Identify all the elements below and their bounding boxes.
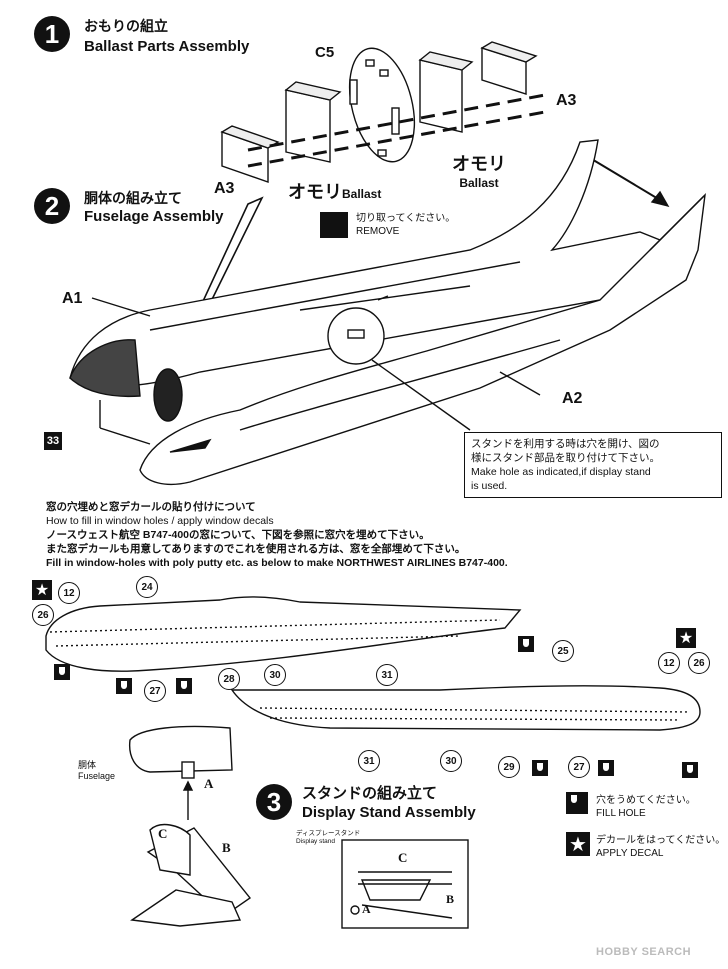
- apply-decal-icon: ★: [566, 832, 590, 856]
- label-a1: A1: [62, 290, 83, 307]
- step-1-number: 1: [34, 16, 70, 52]
- callout-12-left: 12: [58, 582, 80, 604]
- label-c5: C5: [315, 44, 335, 61]
- stand-hole-note: スタンドを利用する時は穴を開け、図の 様にスタンド部品を取り付けて下さい。 Ma…: [464, 432, 722, 498]
- callout-27-left: 27: [144, 680, 166, 702]
- hole-icon: [682, 762, 698, 778]
- label-a2: A2: [562, 390, 583, 407]
- callout-26-left: 26: [32, 604, 54, 626]
- star-icon: ★: [676, 628, 696, 648]
- step-2-title-en: Fuselage Assembly: [84, 208, 224, 225]
- callout-27-right: 27: [568, 756, 590, 778]
- step-2-number: 2: [34, 188, 70, 224]
- window-instructions: 窓の穴埋めと窓デカールの貼り付けについて How to fill in wind…: [46, 501, 508, 569]
- callout-26-right: 26: [688, 652, 710, 674]
- stand-label-a: A: [204, 776, 214, 791]
- step-2-title-jp: 胴体の組み立て: [84, 190, 182, 206]
- label-a3-right: A3: [556, 92, 577, 109]
- watermark: HOBBY SEARCH: [596, 946, 692, 958]
- callout-12-right: 12: [658, 652, 680, 674]
- label-ballast-left: オモリBallast: [288, 182, 382, 202]
- legend-apply-decal: デカールをはってください。APPLY DECAL: [596, 835, 726, 859]
- remove-icon: [320, 212, 348, 238]
- callout-25: 25: [552, 640, 574, 662]
- callout-28: 28: [218, 668, 240, 690]
- stand-base: [130, 889, 242, 927]
- label-a3-left: A3: [214, 180, 235, 197]
- step-1-title-jp: おもりの組立: [84, 18, 168, 34]
- fill-hole-icon: [566, 792, 588, 814]
- aircraft-side-left: [45, 596, 522, 672]
- callout-24: 24: [136, 576, 158, 598]
- legend-fill-hole: 穴をうめてください。FILL HOLE: [596, 795, 696, 819]
- stand-label-c: C: [158, 826, 168, 841]
- callout-31-left: 31: [376, 664, 398, 686]
- star-icon: ★: [32, 580, 52, 600]
- frame-label-a: A: [362, 902, 371, 916]
- step-3-title-jp: スタンドの組み立て: [302, 785, 438, 802]
- hole-icon: [54, 664, 70, 680]
- remove-note: 切り取ってください。REMOVE: [356, 213, 456, 237]
- step-3-title-en: Display Stand Assembly: [302, 804, 476, 821]
- ballast-right: [419, 59, 463, 133]
- hole-icon: [518, 636, 534, 652]
- hole-icon: [176, 678, 192, 694]
- stand-label-b: B: [222, 840, 231, 855]
- frame-label-b: B: [446, 892, 455, 906]
- frame-label-c: C: [398, 850, 408, 865]
- part-33-badge: 33: [44, 432, 62, 450]
- aircraft-side-right: [230, 685, 701, 731]
- hole-icon: [532, 760, 548, 776]
- step-3-number: 3: [256, 784, 292, 820]
- label-ballast-right: オモリ Ballast: [452, 154, 506, 190]
- hole-icon: [116, 678, 132, 694]
- callout-31-right: 31: [358, 750, 380, 772]
- fuselage-underside: [128, 725, 233, 773]
- callout-30-right: 30: [440, 750, 462, 772]
- stand-part-c: [149, 823, 191, 876]
- callout-29: 29: [498, 756, 520, 778]
- callout-30-left: 30: [264, 664, 286, 686]
- fuselage-half-a2: [139, 193, 706, 486]
- hole-icon: [598, 760, 614, 776]
- step-1-title-en: Ballast Parts Assembly: [84, 38, 250, 55]
